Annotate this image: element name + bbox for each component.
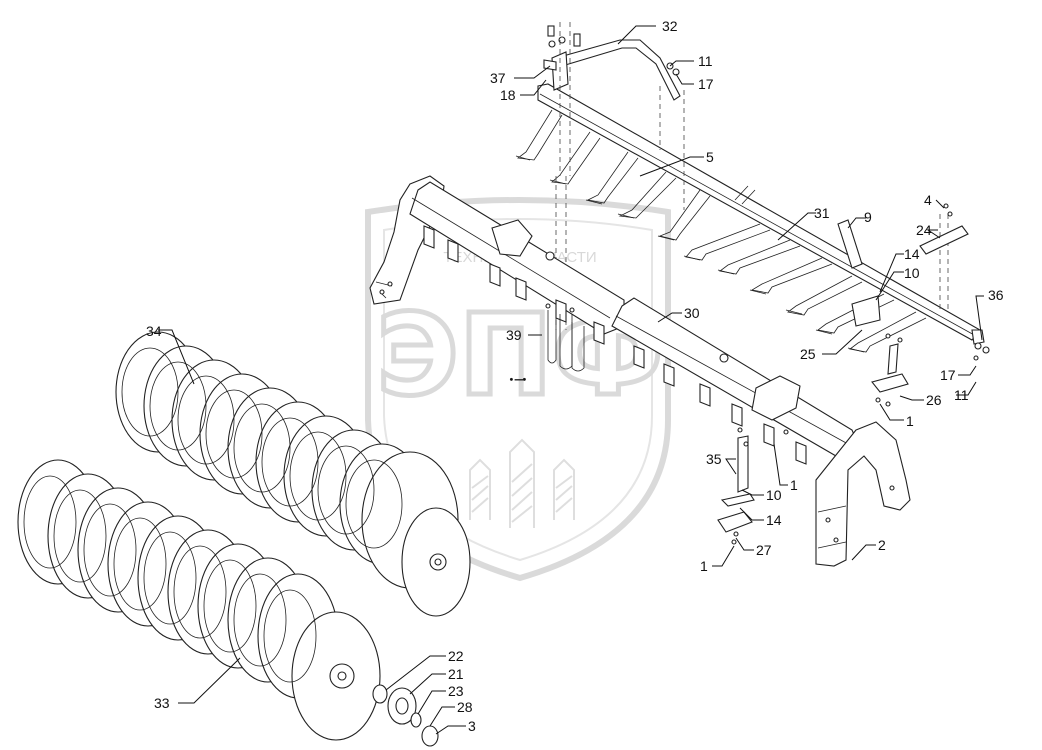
watermark-emblem: ТЕХНИКА ЗАПЧАСТИ ЭПФ	[365, 197, 671, 582]
assembly-guide-lines	[555, 22, 949, 330]
callout-25: 25	[800, 346, 816, 362]
callout-17: 17	[698, 76, 714, 92]
callout-21: 21	[448, 666, 464, 682]
upper-tines	[515, 109, 927, 353]
callout-3: 3	[468, 718, 476, 734]
leader-lines	[158, 25, 984, 735]
callout-23: 23	[448, 683, 464, 699]
callout-28: 28	[457, 699, 473, 715]
callout-2: 2	[878, 537, 886, 553]
roller-lower	[17, 459, 381, 741]
u-bolts: • —•	[510, 303, 585, 384]
callout-1b: 1	[790, 477, 798, 493]
roller-upper	[115, 331, 471, 617]
callout-27: 27	[756, 542, 772, 558]
callout-14: 14	[904, 246, 920, 262]
wheat-icon	[469, 438, 575, 528]
callout-1a: 1	[906, 413, 914, 429]
callout-24: 24	[916, 222, 932, 238]
main-frame	[369, 175, 911, 567]
callout-33: 33	[154, 695, 170, 711]
callout-31: 31	[814, 205, 830, 221]
callout-1c: 1	[700, 558, 708, 574]
callout-11b: 11	[954, 387, 969, 403]
frame-brackets	[423, 225, 807, 465]
callout-14b: 14	[766, 512, 782, 528]
callout-10b: 10	[766, 487, 782, 503]
callout-4: 4	[924, 192, 932, 208]
callout-17b: 17	[940, 367, 956, 383]
upper-tine-bar	[537, 83, 985, 345]
callout-39: 39	[506, 327, 522, 343]
callout-37: 37	[490, 70, 506, 86]
mount-bracket	[543, 25, 681, 101]
callout-26: 26	[926, 392, 942, 408]
callout-36: 36	[988, 287, 1004, 303]
bearing-parts	[372, 684, 439, 747]
callout-18: 18	[500, 87, 516, 103]
callout-35: 35	[706, 451, 722, 467]
callout-34: 34	[146, 323, 162, 339]
callout-11: 11	[698, 53, 713, 69]
side-tines	[717, 203, 990, 545]
callout-labels: 32 11 17 37 18 5 4 31 9 24 14 10 36 30 3…	[146, 18, 1004, 734]
callout-30: 30	[684, 305, 700, 321]
callout-32: 32	[662, 18, 678, 34]
callout-10: 10	[904, 265, 920, 281]
callout-22: 22	[448, 648, 464, 664]
callout-9: 9	[864, 209, 872, 225]
callout-5: 5	[706, 149, 714, 165]
svg-text:• —•: • —•	[510, 375, 526, 384]
